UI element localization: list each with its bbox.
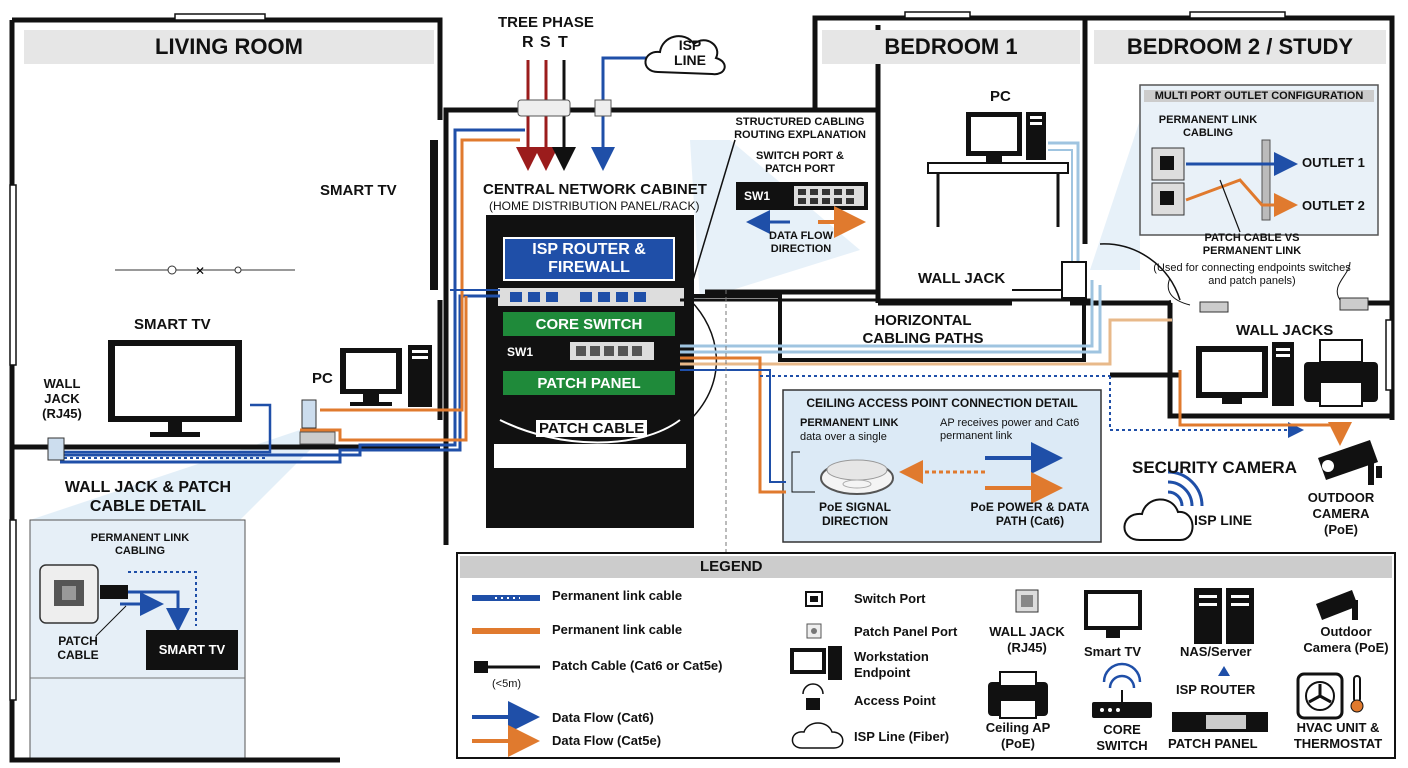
- tree-phase-label: TREE PHASE: [498, 14, 594, 31]
- legend-core-switch-icon: [1092, 662, 1152, 718]
- legend-plc-orange: Permanent link cable: [552, 622, 683, 637]
- ceiling-detail-title: CEILING ACCESS POINT CONNECTION DETAIL: [806, 396, 1078, 410]
- isp-cloud-icon: [644, 35, 726, 76]
- detail-patch-cable-label: PATCH CABLE: [57, 634, 99, 662]
- structured-title: STRUCTURED CABLING ROUTING EXPLANATION: [734, 116, 866, 141]
- data-flow-direction-label: DATA FLOW DIRECTION: [769, 230, 833, 255]
- bedroom1-wall-jack-label: WALL JACK: [918, 270, 1006, 287]
- isp-line-top-label: ISP LINE: [674, 37, 706, 68]
- legend-hvac-icon: [1296, 672, 1364, 720]
- cabinet-detail-beam: [690, 140, 860, 300]
- legend-title: LEGEND: [700, 558, 763, 575]
- bedroom1-title: BEDROOM 1: [822, 30, 1080, 64]
- outlet1-label: OUTLET 1: [1302, 155, 1365, 170]
- legend-outdoor-camera: Outdoor Camera (PoE): [1303, 624, 1389, 655]
- living-detail-title: WALL JACK & PATCH CABLE DETAIL: [64, 479, 232, 515]
- living-pc-label: PC: [312, 370, 333, 387]
- legend-patch-panel: PATCH PANEL: [1168, 736, 1258, 751]
- legend-core-switch: CORE SWITCH: [1096, 722, 1148, 753]
- legend-nas: NAS/Server: [1180, 644, 1252, 659]
- structured-sw1-label: SW1: [744, 189, 771, 203]
- legend-access-point-icon: [802, 683, 824, 710]
- legend-isp-cloud-icon: [791, 722, 844, 749]
- multiport-title: MULTI PORT OUTLET CONFIGURATION: [1144, 90, 1374, 102]
- poe-signal-label: PoE SIGNAL DIRECTION: [818, 500, 891, 528]
- living-wall-jack: [47, 437, 65, 461]
- outdoor-isp-line-label: ISP LINE: [1194, 512, 1253, 528]
- poe-power-label: PoE POWER & DATA PATH (Cat6): [970, 500, 1090, 528]
- horizontal-cabling-label: HORIZONTAL CABLING PATHS: [862, 312, 984, 347]
- legend-smart-tv: Smart TV: [1084, 644, 1142, 659]
- legend-ceiling-ap-icon: [988, 671, 1048, 719]
- detail-plc-label: PERMANENT LINK CABLING: [90, 532, 190, 557]
- patch-cable-label: PATCH CABLE: [536, 420, 648, 437]
- outlet2-label: OUTLET 2: [1302, 198, 1365, 213]
- legend-flow-cat6: Data Flow (Cat6): [552, 710, 654, 725]
- legend-isp-router: ISP ROUTER: [1176, 682, 1256, 697]
- bed2-detail-beam: [1090, 120, 1140, 270]
- legend-flow-cat5e: Data Flow (Cat5e): [552, 733, 662, 748]
- ceiling-pl-desc: data over a single: [800, 431, 887, 443]
- legend-plc-blue: Permanent link cable: [552, 588, 683, 603]
- legend-access-point: Access Point: [854, 693, 936, 708]
- isp-router-firewall: ISP ROUTER & FIREWALL: [503, 237, 675, 281]
- patch-panel: PATCH PANEL: [503, 371, 675, 395]
- structured-subtitle: SWITCH PORT & PATCH PORT: [756, 150, 844, 175]
- legend-hvac: HVAC UNIT & THERMOSTAT: [1293, 720, 1383, 751]
- living-cables: [58, 128, 525, 464]
- legend-workstation: Workstation Endpoint: [854, 649, 929, 680]
- ceiling-pl-label: PERMANENT LINK: [800, 417, 899, 429]
- legend-patch: Patch Cable (Cat6 or Cat5e): [552, 658, 723, 673]
- cabinet-sw1-label: SW1: [507, 345, 534, 359]
- outdoor-camera-icon: [1318, 440, 1382, 485]
- legend-patch-port: Patch Panel Port: [854, 624, 958, 639]
- legend-patch-panel-icon: [1172, 712, 1268, 732]
- legend-ceiling-ap: Ceiling AP (PoE): [985, 720, 1051, 751]
- horizontal-cabling: [680, 280, 1352, 494]
- multiport-plc-label: PERMANENT LINK CABLING: [1158, 114, 1258, 139]
- phase-s-label: S: [540, 34, 551, 51]
- legend-patch-length: (<5m): [492, 678, 522, 690]
- legend-switch-port: Switch Port: [854, 591, 926, 606]
- wall-jacks-label: WALL JACKS: [1236, 322, 1334, 339]
- legend-wall-jack: WALL JACK (RJ45): [989, 624, 1065, 655]
- legend-isp-fiber: ISP Line (Fiber): [854, 729, 950, 744]
- svg-text:✕: ✕: [195, 264, 205, 278]
- phase-t-label: T: [558, 34, 568, 51]
- core-switch: CORE SWITCH: [503, 312, 675, 336]
- cabinet-title: CENTRAL NETWORK CABINET: [483, 181, 707, 198]
- legend-outdoor-camera-icon: [1316, 590, 1358, 620]
- phase-cables: [516, 56, 650, 171]
- living-room-title: LIVING ROOM: [24, 30, 434, 64]
- bedroom2-title: BEDROOM 2 / STUDY: [1094, 30, 1386, 64]
- ceiling-ap-desc: AP receives power and Cat6 permanent lin…: [940, 417, 1080, 442]
- security-camera-label: SECURITY CAMERA: [1132, 458, 1297, 477]
- outdoor-camera-label: OUTDOOR CAMERA (PoE): [1307, 490, 1375, 537]
- phase-r-label: R: [522, 34, 534, 51]
- detail-smart-tv-box: [146, 630, 238, 670]
- multiport-jack-1: [1151, 147, 1185, 181]
- legend-nas-icon: [1194, 588, 1254, 644]
- living-smart-tv-wall-label: SMART TV: [320, 182, 397, 199]
- wifi-icon: [1167, 470, 1204, 507]
- living-wall-jack-label: WALL JACK (RJ45): [42, 376, 82, 421]
- patch-vs-permanent-label: PATCH CABLE VS PERMANENT LINK: [1202, 232, 1302, 257]
- living-smart-tv-label: SMART TV: [134, 316, 211, 333]
- isp-line-cloud-icon: [1123, 498, 1194, 541]
- cabinet-subtitle: (HOME DISTRIBUTION PANEL/RACK): [489, 199, 700, 213]
- detail-smart-tv-label: SMART TV: [158, 642, 226, 657]
- patch-vs-note: (Used for connecting endpoints switches …: [1153, 262, 1351, 287]
- bedroom1-pc-label: PC: [990, 88, 1011, 105]
